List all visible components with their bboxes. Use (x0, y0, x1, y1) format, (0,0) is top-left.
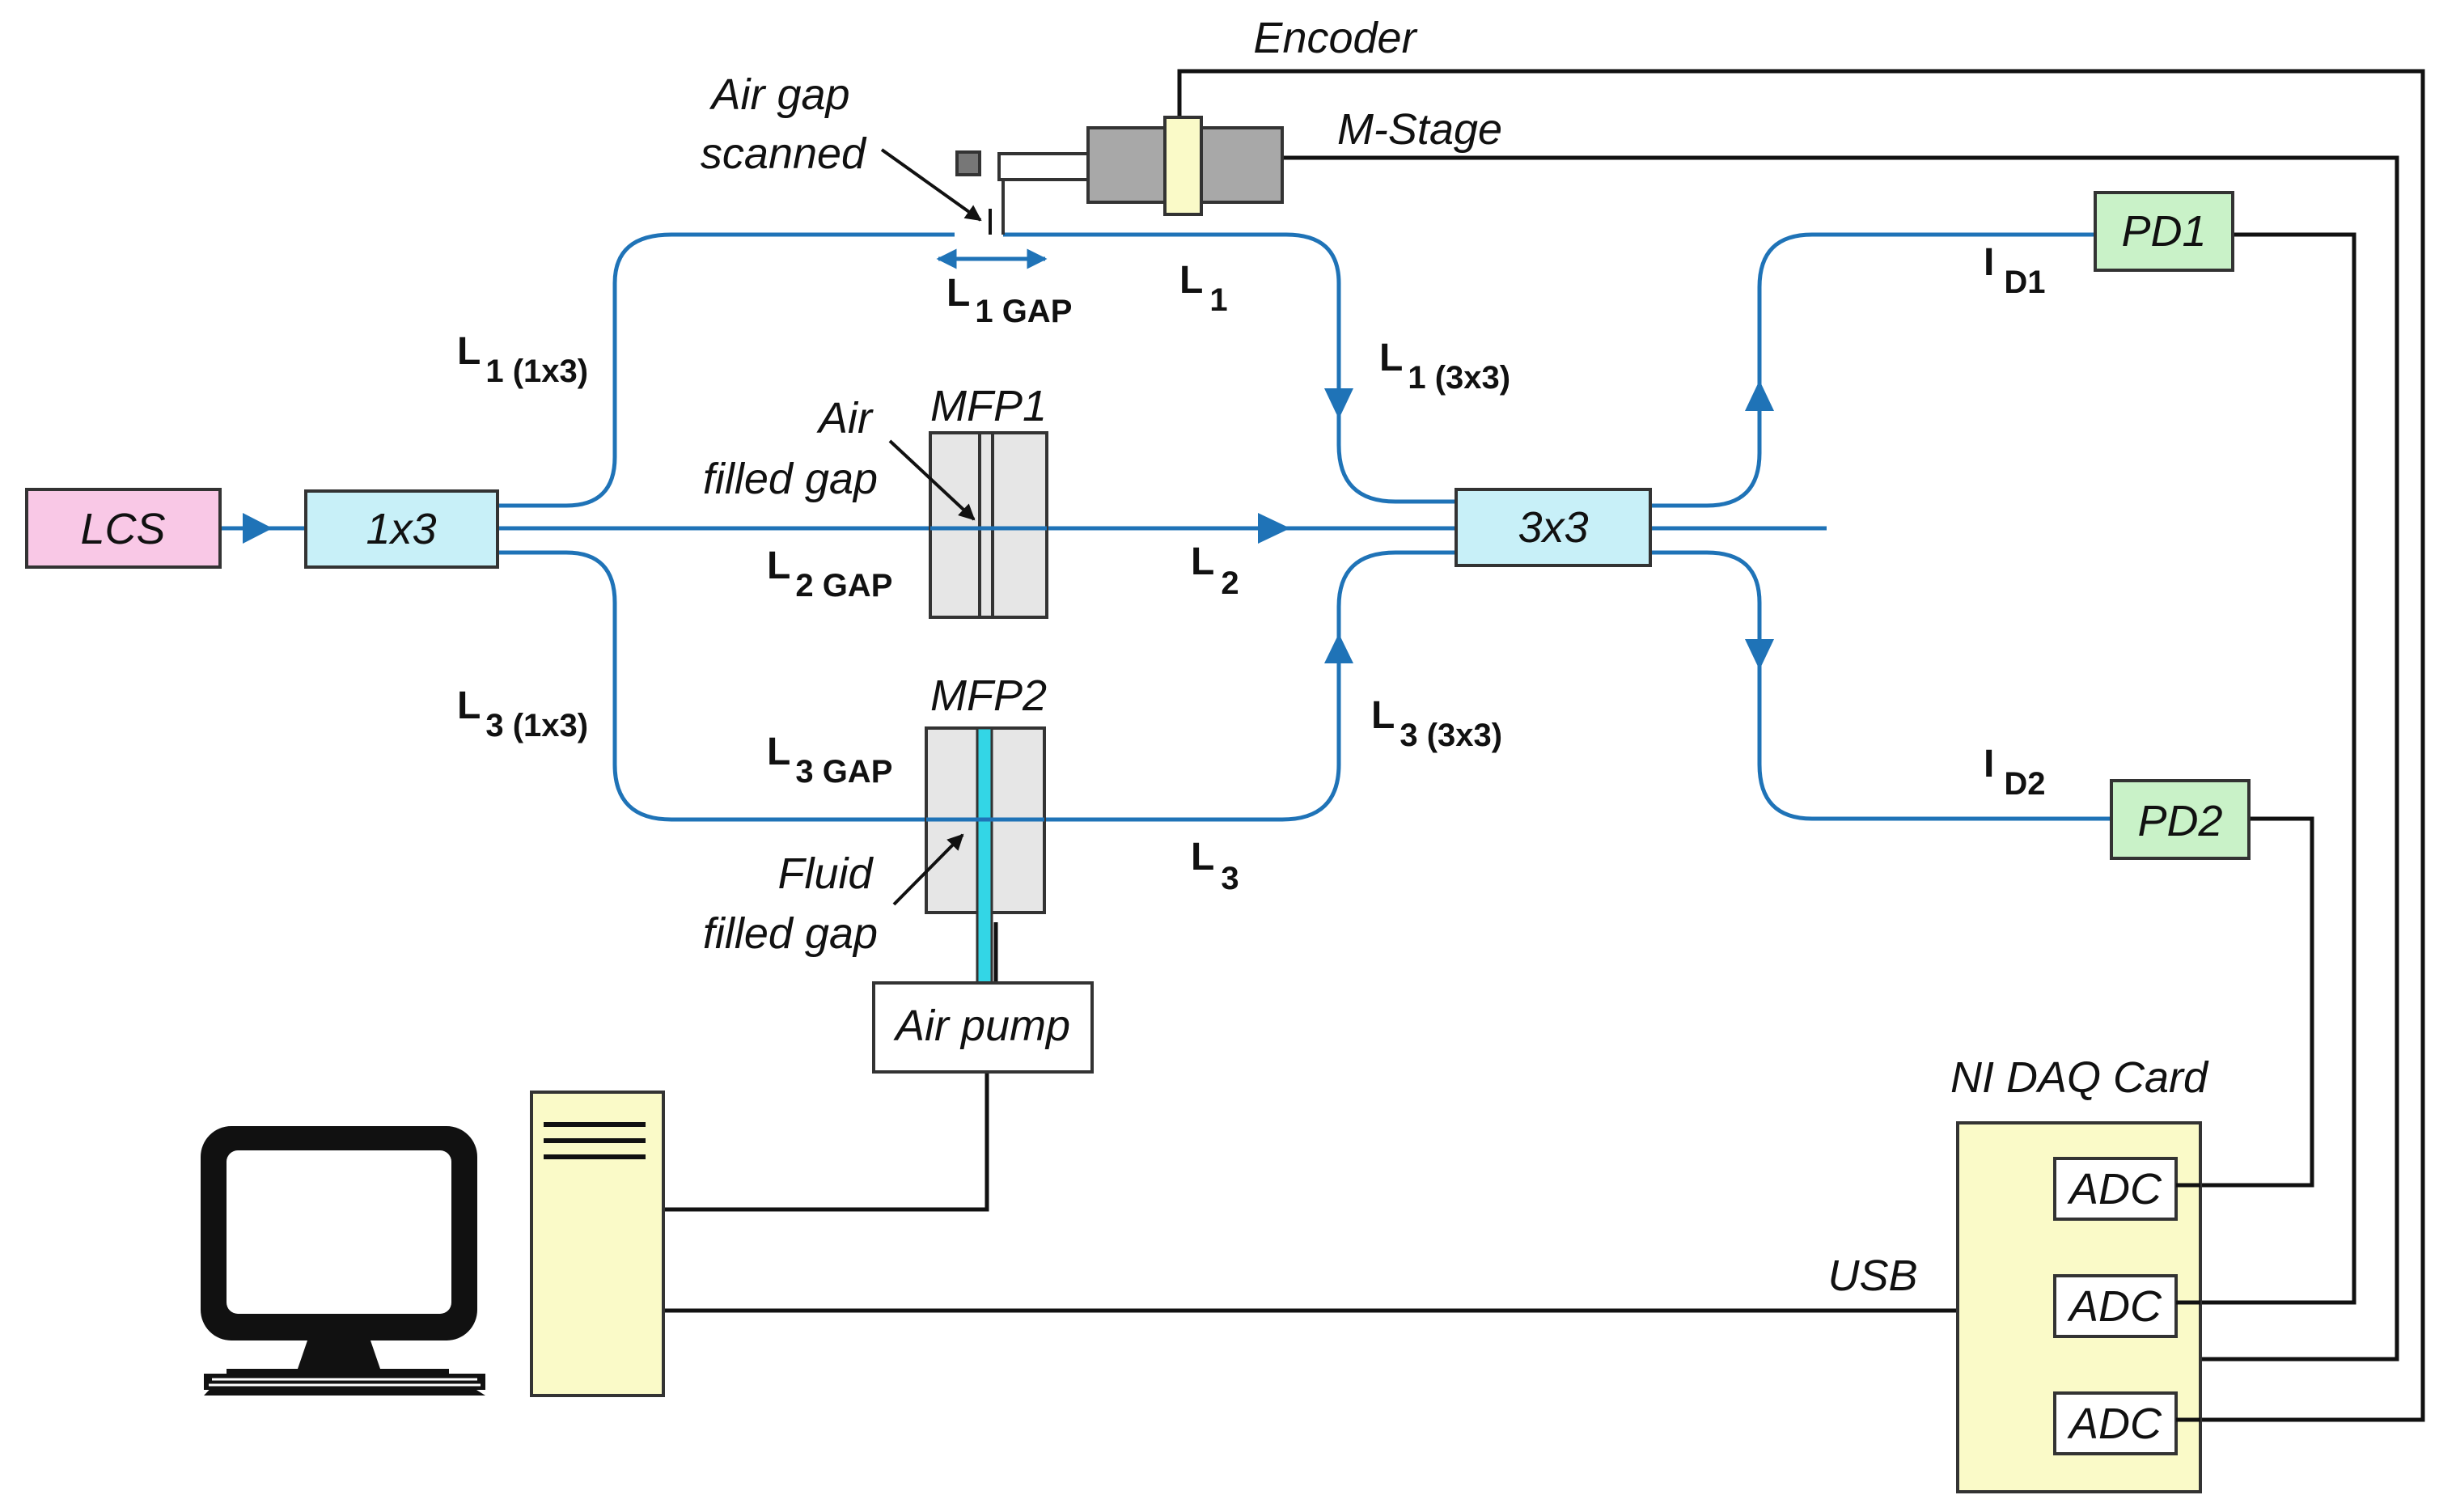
svg-text:L1: L1 (1179, 259, 1228, 318)
arm1-arrow (1324, 388, 1353, 419)
pd2: PD2 (2110, 779, 2251, 860)
air-gap-scanned-line2: scanned (701, 129, 867, 178)
fluid-filled-line2: filled gap (703, 909, 878, 958)
air-pump-label: Air pump (893, 1002, 1070, 1050)
usb-label: USB (1827, 1252, 1917, 1300)
l2-sub: 2 (1221, 565, 1239, 601)
pd1-label: PD1 (2121, 207, 2206, 256)
svg-text:L1 GAP: L1 GAP (946, 272, 1072, 329)
mfp2-label: MFP2 (930, 671, 1047, 720)
l1-1x3-sub: 1 (1x3) (485, 354, 588, 389)
ni-daq-card: NI DAQ Card ADC ADC ADC (1950, 1053, 2209, 1493)
out2-arrow (1745, 639, 1774, 670)
svg-text:L3 (3x3): L3 (3x3) (1371, 694, 1502, 753)
l2-label: L (1191, 540, 1214, 583)
arm3-arrow (1324, 633, 1353, 663)
l1-sub: 1 (1209, 282, 1227, 318)
l3-gap-sub: 3 GAP (795, 754, 892, 790)
monitor-icon (201, 1126, 485, 1396)
lcs-source: LCS (25, 488, 222, 569)
id2-label: I (1984, 743, 1994, 786)
lcs-label: LCS (80, 505, 165, 553)
m-stage-label: M-Stage (1337, 105, 1502, 154)
l1-label: L (1179, 259, 1203, 302)
m-stage-wire (1282, 155, 2399, 1362)
adc-2: ADC (2053, 1274, 2178, 1338)
arm1-right (1003, 232, 1456, 504)
id1-sub: D1 (2004, 265, 2045, 300)
arm2-arrow (1258, 513, 1290, 544)
mfp1: MFP1 (929, 382, 1048, 619)
lcs-arrow (243, 513, 273, 544)
l1-gap-label: L (946, 272, 970, 315)
adc-1-label: ADC (2067, 1165, 2162, 1213)
l1-1x3-label: L (457, 330, 481, 373)
encoder-label: Encoder (1253, 14, 1417, 62)
l1-3x3-sub: 1 (3x3) (1408, 360, 1510, 396)
l3-label: L (1191, 836, 1214, 879)
encoder-block (1163, 116, 1203, 216)
control-wiring (663, 69, 2425, 1422)
pd2-wire (2200, 816, 2314, 1188)
l3-1x3-sub: 3 (1x3) (485, 708, 588, 743)
coupler-3x3: 3x3 (1455, 488, 1652, 567)
svg-text:L3: L3 (1191, 836, 1239, 896)
air-gap-scanned-line1: Air gap (709, 70, 849, 119)
annotation-arrows (880, 148, 982, 906)
svg-text:L1 (1x3): L1 (1x3) (457, 330, 588, 389)
svg-text:L2: L2 (1191, 540, 1239, 601)
out1-arrow (1745, 380, 1774, 411)
air-pump-wire (663, 1072, 989, 1212)
air-filled-line1: Air (816, 394, 874, 443)
adc-3: ADC (2053, 1391, 2178, 1455)
l3-gap-label: L (767, 731, 790, 773)
svg-text:L2 GAP: L2 GAP (767, 544, 892, 604)
air-gap-scanner (955, 116, 1284, 235)
coupler-1x3: 1x3 (304, 489, 499, 569)
pd2-label: PD2 (2137, 797, 2222, 845)
svg-text:ID1: I D1 (1984, 241, 2045, 300)
l1-3x3-label: L (1379, 337, 1403, 379)
out-pd2 (1650, 550, 2111, 821)
mfp1-label: MFP1 (930, 382, 1047, 430)
coupler-3x3-label: 3x3 (1518, 503, 1588, 552)
svg-text:L3 (1x3): L3 (1x3) (457, 684, 588, 743)
svg-text:L1 (3x3): L1 (3x3) (1379, 337, 1510, 396)
gap-target-block (955, 150, 981, 176)
l3-sub: 3 (1221, 861, 1239, 896)
encoder-wire (1177, 69, 2425, 1422)
ni-daq-label: NI DAQ Card (1950, 1053, 2209, 1102)
pd1: PD1 (2094, 191, 2234, 272)
arm1-left (498, 232, 955, 508)
svg-text:L3 GAP: L3 GAP (767, 731, 892, 790)
svg-text:ID2: I D2 (1984, 743, 2045, 802)
pd1-wire (2200, 232, 2356, 1305)
adc-1: ADC (2053, 1157, 2178, 1221)
l3-3x3-sub: 3 (3x3) (1399, 718, 1502, 753)
l2-gap-sub: 2 GAP (795, 568, 892, 604)
fluid-filled-line1: Fluid (777, 849, 874, 898)
air-pump: Air pump (872, 981, 1094, 1074)
l1-gap-sub: 1 GAP (975, 294, 1072, 329)
l3-1x3-label: L (457, 684, 481, 727)
arm3 (498, 550, 1456, 822)
mfp2: MFP2 (925, 671, 1047, 985)
id1-label: I (1984, 241, 1994, 284)
id2-sub: D2 (2004, 766, 2045, 802)
out-pd1 (1650, 232, 2095, 508)
adc-2-label: ADC (2067, 1282, 2162, 1331)
adc-3-label: ADC (2067, 1400, 2162, 1448)
l2-gap-label: L (767, 544, 790, 587)
computer-tower (530, 1091, 665, 1397)
air-filled-line2: filled gap (703, 455, 878, 503)
l3-3x3-label: L (1371, 694, 1395, 737)
coupler-1x3-label: 1x3 (366, 505, 436, 553)
